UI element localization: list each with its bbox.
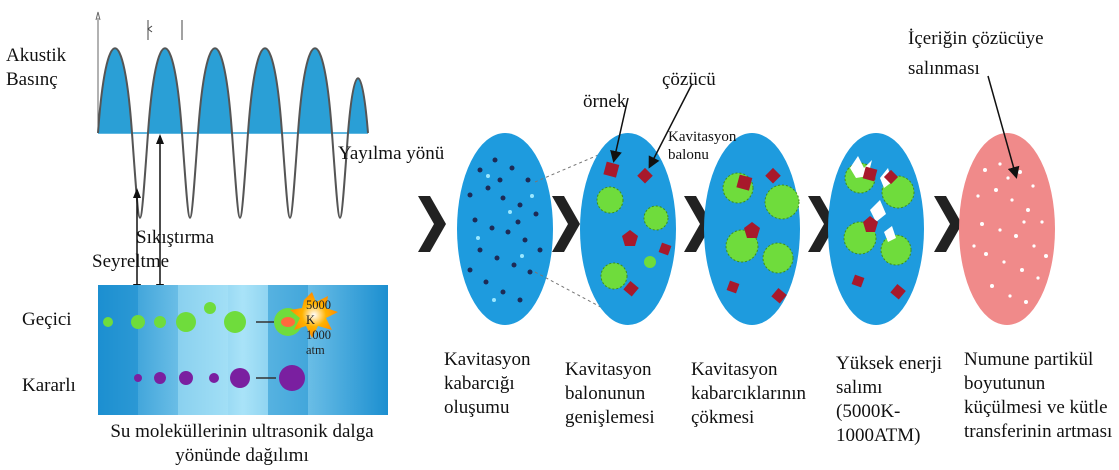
cavitation-bubble-label: Kavitasyon balonu: [668, 128, 764, 164]
acoustic-wave: [96, 12, 368, 218]
stage-4-energy-release: [828, 133, 924, 325]
stage-1-caption: Kavitasyon kabarcığı oluşumu: [444, 348, 554, 420]
compression-label: Sıkıştırma: [136, 226, 214, 250]
stage-5-caption: Numune partikül boyutunun küçülmesi ve k…: [964, 348, 1116, 444]
stage-2-caption: Kavitasyon balonunun genişlemesi: [565, 358, 677, 430]
content-release-label: İçeriğin çözücüye salınması: [908, 24, 1088, 84]
stage-3-caption: Kavitasyon kabarcıklarının çökmesi: [691, 358, 809, 430]
stable-label: Kararlı: [22, 374, 76, 398]
stage-2-bubble-expansion: [580, 133, 676, 325]
molecule-band: [98, 285, 388, 415]
acoustic-pressure-label: Akustik Basınç: [6, 44, 86, 92]
rarefaction-label: Seyreltme: [92, 250, 169, 274]
stage-5-particle-reduction: [959, 133, 1055, 325]
temperature-burst-label: 5000 K 1000 atm: [306, 298, 336, 358]
propagation-direction-label: Yayılma yönü: [338, 142, 444, 166]
solvent-label: çözücü: [662, 68, 716, 92]
transient-label: Geçici: [22, 308, 72, 332]
sample-label: örnek: [583, 90, 626, 114]
molecule-distribution-caption: Su moleküllerinin ultrasonik dalga yönün…: [82, 420, 402, 468]
stage-4-caption: Yüksek enerji salımı (5000K-1000ATM): [836, 352, 946, 448]
